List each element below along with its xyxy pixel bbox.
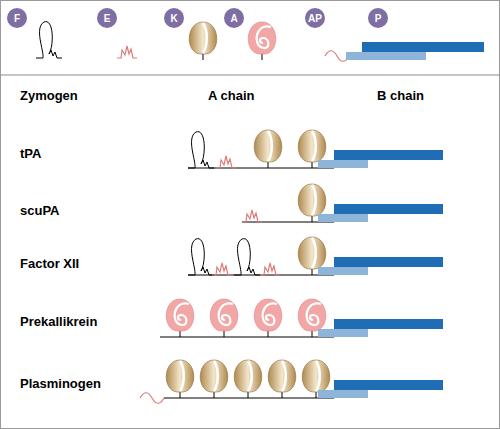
domain-key-circle: F [7, 8, 27, 28]
tpa-row [188, 130, 443, 168]
domain-key-circle: A [224, 8, 244, 28]
plasminogen-row [140, 360, 443, 403]
zymogen-name: Factor XII [20, 256, 79, 271]
separator-line [0, 75, 500, 76]
domain-key-circle: K [164, 8, 184, 28]
factor-xii-row [188, 237, 443, 275]
domain-letter: E [104, 13, 111, 24]
domain-letter: AP [308, 13, 322, 24]
zymogen-name: tPA [20, 146, 41, 161]
domain-key-circle: E [97, 8, 117, 28]
domain-key-circle: P [368, 8, 388, 28]
domain-key-circle: AP [305, 8, 325, 28]
column-heading: B chain [377, 88, 424, 103]
prekallikrein-row [160, 299, 443, 337]
domain-letter: P [375, 13, 382, 24]
zymogen-name: Prekallikrein [20, 314, 97, 329]
column-heading: Zymogen [20, 88, 78, 103]
zymogen-name: Plasminogen [20, 376, 101, 391]
domain-letter: A [230, 13, 237, 24]
column-heading: A chain [208, 88, 254, 103]
domain-letter: F [14, 13, 20, 24]
domain-letter: K [170, 13, 177, 24]
zymogen-name: scuPA [20, 203, 60, 218]
scupa-row [242, 184, 443, 222]
